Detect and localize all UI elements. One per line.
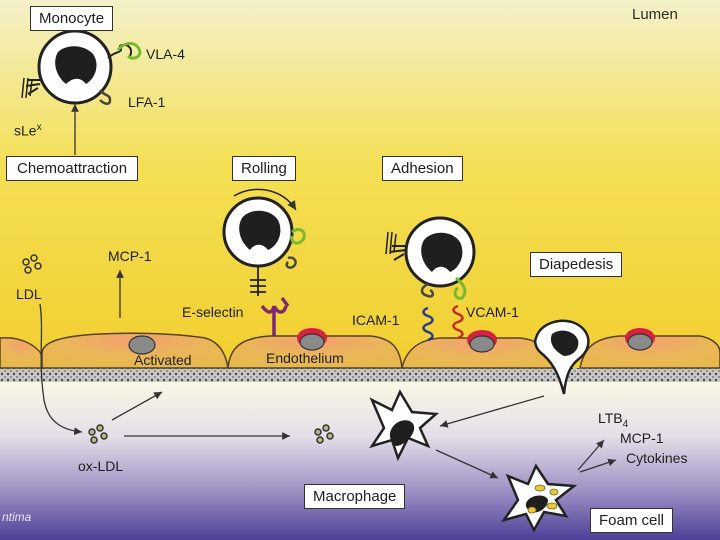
- ltb4-sub: 4: [623, 419, 629, 430]
- lumen-label: Lumen: [632, 6, 678, 23]
- slex-label: sLex: [14, 120, 42, 139]
- vcam1-label: VCAM-1: [466, 304, 519, 320]
- lfa1-label: LFA-1: [128, 94, 165, 110]
- icam1-label: ICAM-1: [352, 312, 399, 328]
- mcp1-out-label: MCP-1: [620, 430, 664, 446]
- macrophage-box: Macrophage: [304, 484, 405, 509]
- chemoattraction-box: Chemoattraction: [6, 156, 138, 181]
- vla4-label: VLA-4: [146, 46, 185, 62]
- slex-sup: x: [37, 122, 42, 133]
- cytokines-label: Cytokines: [626, 450, 687, 466]
- rolling-box: Rolling: [232, 156, 296, 181]
- diapedesis-box: Diapedesis: [530, 252, 622, 277]
- slex-base: sLe: [14, 123, 37, 139]
- intima-label: ntima: [2, 510, 31, 524]
- mcp1-label: MCP-1: [108, 248, 152, 264]
- adhesion-box: Adhesion: [382, 156, 463, 181]
- ldl-label: LDL: [16, 286, 42, 302]
- endothelium-label: Endothelium: [266, 350, 344, 366]
- monocyte-box: Monocyte: [30, 6, 113, 31]
- e-selectin-label: E-selectin: [182, 304, 243, 320]
- activated-label: Activated: [134, 352, 192, 368]
- ox-ldl-label: ox-LDL: [78, 458, 123, 474]
- ltb4-base: LTB: [598, 410, 623, 426]
- endothelial-layer: [0, 333, 720, 368]
- foam-cell-box: Foam cell: [590, 508, 673, 533]
- basement-membrane: [0, 368, 720, 382]
